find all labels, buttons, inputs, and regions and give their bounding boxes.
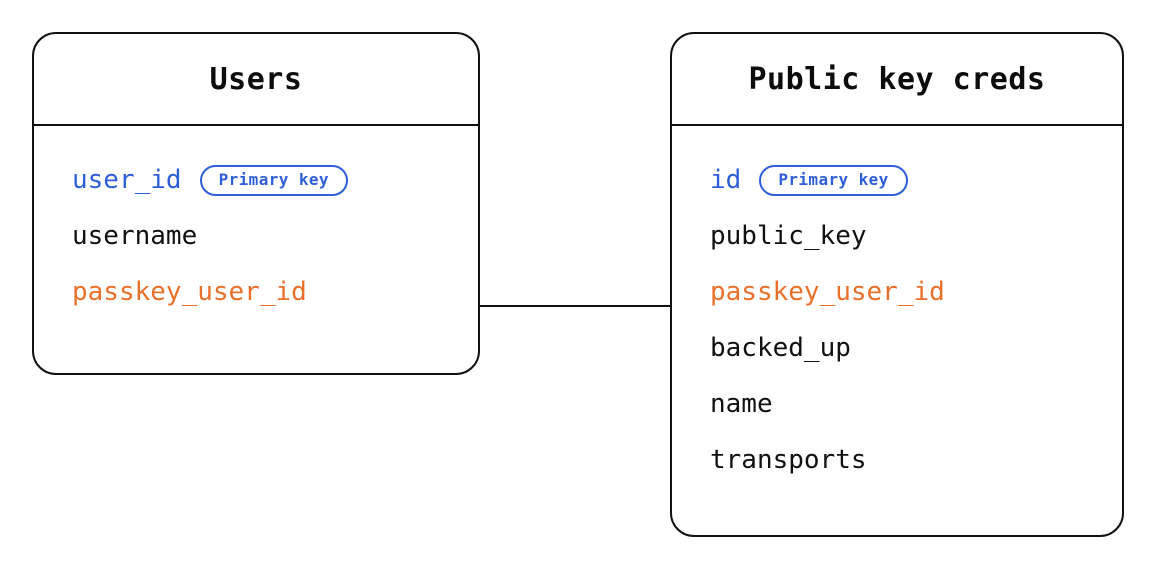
field-row-user-id[interactable]: user_id Primary key — [34, 152, 478, 208]
field-row-id[interactable]: id Primary key — [672, 152, 1122, 208]
field-row-username[interactable]: username — [34, 208, 478, 264]
entity-title-users: Users — [209, 61, 303, 97]
field-row-passkey-user-id[interactable]: passkey_user_id — [672, 264, 1122, 320]
primary-key-badge: Primary key — [759, 164, 908, 196]
relationship-connector-users-public-key-creds — [478, 305, 672, 307]
field-name-transports: transports — [710, 445, 867, 475]
entity-card-users[interactable]: Users user_id Primary key username passk… — [32, 32, 480, 375]
field-name-public-key: public_key — [710, 221, 867, 251]
field-name-backed-up: backed_up — [710, 333, 851, 363]
entity-card-public-key-creds[interactable]: Public key creds id Primary key public_k… — [670, 32, 1124, 537]
field-row-backed-up[interactable]: backed_up — [672, 320, 1122, 376]
field-name-username: username — [72, 221, 198, 251]
entity-header-public-key-creds: Public key creds — [672, 34, 1122, 126]
field-row-passkey-user-id[interactable]: passkey_user_id — [34, 264, 478, 320]
field-name-passkey-user-id: passkey_user_id — [72, 277, 307, 307]
primary-key-badge: Primary key — [199, 164, 348, 196]
field-row-public-key[interactable]: public_key — [672, 208, 1122, 264]
entity-field-list-users: user_id Primary key username passkey_use… — [34, 126, 478, 342]
entity-field-list-public-key-creds: id Primary key public_key passkey_user_i… — [672, 126, 1122, 510]
field-name-passkey-user-id: passkey_user_id — [710, 277, 945, 307]
field-name-user-id: user_id — [72, 165, 182, 195]
field-row-transports[interactable]: transports — [672, 432, 1122, 488]
entity-title-public-key-creds: Public key creds — [748, 61, 1046, 97]
entity-header-users: Users — [34, 34, 478, 126]
field-name-id: id — [710, 165, 742, 195]
field-row-name[interactable]: name — [672, 376, 1122, 432]
field-name-name: name — [710, 389, 773, 419]
